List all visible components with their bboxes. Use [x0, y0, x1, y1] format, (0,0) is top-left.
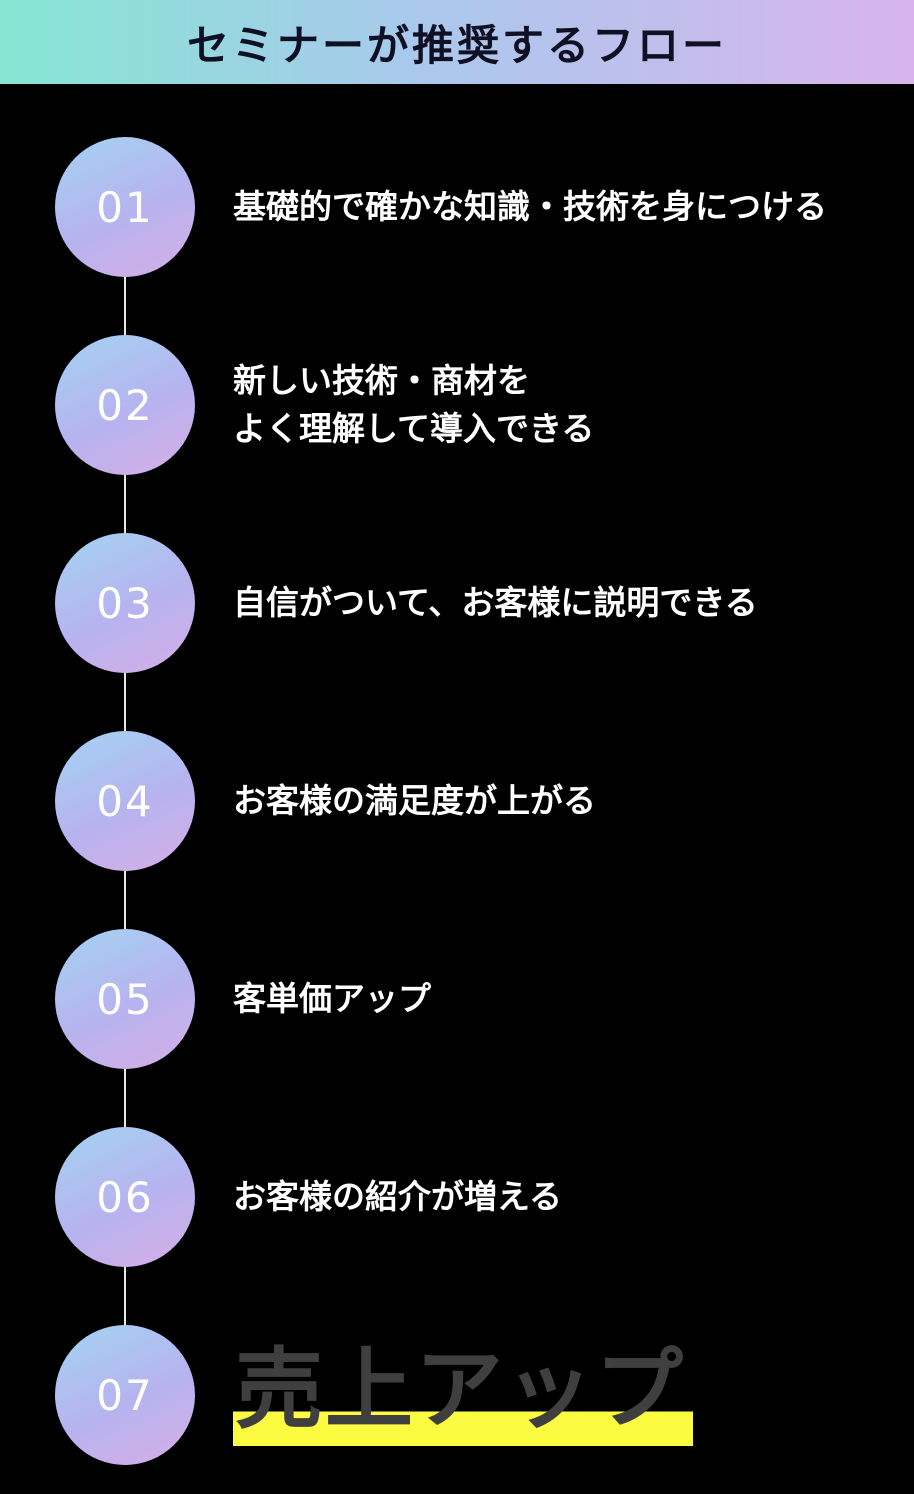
step-number-badge: 07: [55, 1325, 195, 1465]
step-number-badge: 05: [55, 929, 195, 1069]
step-label: 自信がついて、お客様に説明できる: [233, 583, 758, 623]
flow-step: 03 自信がついて、お客様に説明できる: [55, 504, 914, 702]
step-number-badge: 02: [55, 335, 195, 475]
step-number: 01: [96, 182, 154, 232]
step-number-badge: 03: [55, 533, 195, 673]
step-label: 基礎的で確かな知識・技術を身につける: [233, 187, 827, 227]
step-number-badge: 01: [55, 137, 195, 277]
step-number: 03: [96, 578, 154, 628]
step-number: 02: [96, 380, 154, 430]
step-number: 05: [96, 974, 154, 1024]
header-banner: セミナーが推奨するフロー: [0, 0, 914, 84]
step-number-badge: 06: [55, 1127, 195, 1267]
flow-step: 05 客単価アップ: [55, 900, 914, 1098]
flow-step: 01 基礎的で確かな知識・技術を身につける: [55, 108, 914, 306]
flow-step: 04 お客様の満足度が上がる: [55, 702, 914, 900]
step-number: 04: [96, 776, 154, 826]
step-number-badge: 04: [55, 731, 195, 871]
step-number: 07: [96, 1370, 154, 1420]
step-label: 新しい技術・商材を よく理解して導入できる: [233, 361, 595, 448]
step-number: 06: [96, 1172, 154, 1222]
step-label: 客単価アップ: [233, 979, 431, 1019]
flow-steps: 01 基礎的で確かな知識・技術を身につける 02 新しい技術・商材を よく理解し…: [55, 108, 914, 1494]
step-label: お客様の満足度が上がる: [233, 781, 596, 821]
flow-step: 07 売上アップ: [55, 1296, 914, 1494]
page-title: セミナーが推奨するフロー: [186, 20, 727, 70]
flow-step: 02 新しい技術・商材を よく理解して導入できる: [55, 306, 914, 504]
step-label: 売上アップ: [233, 1343, 694, 1447]
step-label: お客様の紹介が増える: [233, 1177, 563, 1217]
flow-timeline: 01 基礎的で確かな知識・技術を身につける 02 新しい技術・商材を よく理解し…: [0, 84, 914, 1494]
flow-step: 06 お客様の紹介が増える: [55, 1098, 914, 1296]
